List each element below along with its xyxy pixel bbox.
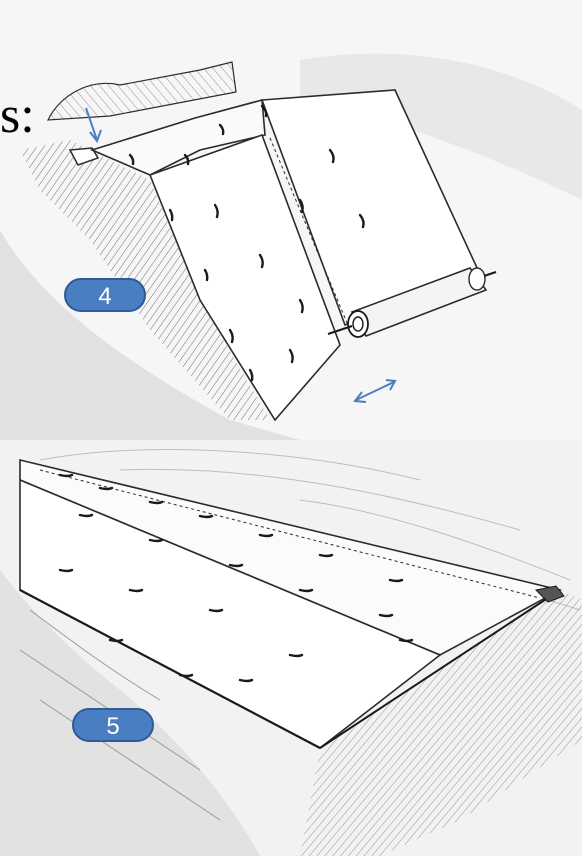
- heading-fragment: s:: [0, 86, 35, 146]
- anchor-trench-ridge: [48, 62, 236, 120]
- step-4-illustration: s: 4: [0, 0, 582, 440]
- step-5-badge: 5: [72, 708, 154, 742]
- step-5-sketch: [0, 440, 582, 856]
- step-5-illustration: 5: [0, 440, 582, 856]
- step-4-sketch: [0, 0, 582, 440]
- step-4-badge: 4: [64, 278, 146, 312]
- double-arrow-icon: [355, 380, 395, 402]
